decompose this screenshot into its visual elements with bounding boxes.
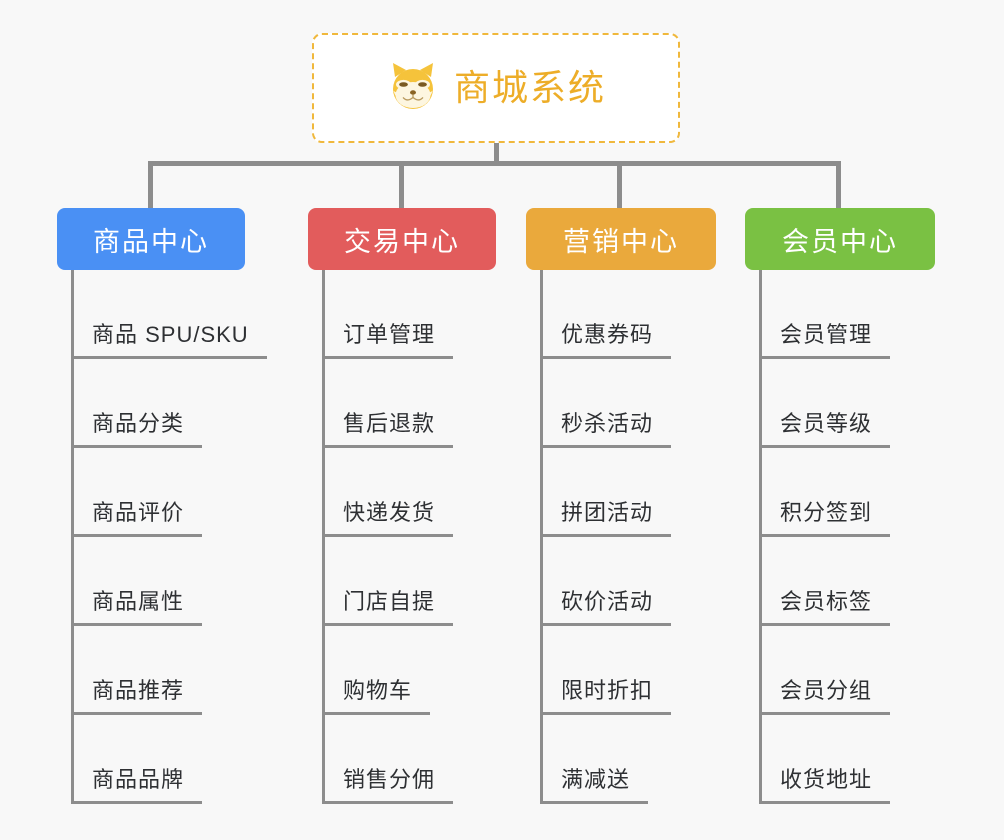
category-header-product-center[interactable]: 商品中心 — [57, 208, 245, 270]
branch-member-center: 会员中心 会员管理 会员等级 积分签到 会员标签 会员分组 收货地址 — [745, 208, 995, 804]
leaf-list-product-center: 商品 SPU/SKU 商品分类 商品评价 商品属性 商品推荐 商品品牌 — [71, 270, 357, 804]
leaf-label: 会员等级 — [762, 406, 891, 448]
list-item[interactable]: 砍价活动 — [543, 537, 766, 626]
list-item[interactable]: 收货地址 — [762, 715, 995, 804]
list-item[interactable]: 销售分佣 — [325, 715, 548, 804]
leaf-list-member-center: 会员管理 会员等级 积分签到 会员标签 会员分组 收货地址 — [759, 270, 995, 804]
leaf-label: 会员管理 — [762, 317, 891, 359]
list-item[interactable]: 售后退款 — [325, 359, 548, 448]
category-header-member-center[interactable]: 会员中心 — [745, 208, 935, 270]
connector-drop-2 — [399, 161, 404, 208]
leaf-label: 销售分佣 — [325, 762, 454, 804]
leaf-label: 拼团活动 — [543, 495, 672, 537]
category-label: 商品中心 — [93, 226, 209, 257]
list-item[interactable]: 会员标签 — [762, 537, 995, 626]
leaf-label: 门店自提 — [325, 584, 454, 626]
connector-drop-1 — [148, 161, 153, 208]
leaf-label: 会员分组 — [762, 673, 891, 715]
list-item[interactable]: 会员等级 — [762, 359, 995, 448]
list-item[interactable]: 拼团活动 — [543, 448, 766, 537]
list-item[interactable]: 门店自提 — [325, 537, 548, 626]
leaf-label: 收货地址 — [762, 762, 891, 804]
root-node[interactable]: 商城系统 — [312, 33, 680, 143]
list-item[interactable]: 购物车 — [325, 626, 548, 715]
connector-drop-4 — [836, 161, 841, 208]
leaf-label: 商品 SPU/SKU — [74, 317, 267, 359]
branch-trade-center: 交易中心 订单管理 售后退款 快递发货 门店自提 购物车 销售分佣 — [308, 208, 548, 804]
list-item[interactable]: 商品品牌 — [74, 715, 357, 804]
list-item[interactable]: 会员管理 — [762, 270, 995, 359]
list-item[interactable]: 积分签到 — [762, 448, 995, 537]
list-item[interactable]: 满减送 — [543, 715, 766, 804]
leaf-label: 秒杀活动 — [543, 406, 672, 448]
leaf-label: 优惠券码 — [543, 317, 672, 359]
leaf-label: 商品属性 — [74, 584, 203, 626]
category-header-marketing-center[interactable]: 营销中心 — [526, 208, 716, 270]
leaf-label: 售后退款 — [325, 406, 454, 448]
list-item[interactable]: 快递发货 — [325, 448, 548, 537]
leaf-label: 订单管理 — [325, 317, 454, 359]
leaf-label: 购物车 — [325, 673, 431, 715]
leaf-label: 商品品牌 — [74, 762, 203, 804]
leaf-label: 砍价活动 — [543, 584, 672, 626]
branch-marketing-center: 营销中心 优惠券码 秒杀活动 拼团活动 砍价活动 限时折扣 满减送 — [526, 208, 766, 804]
connector-horizontal-bus — [148, 161, 841, 166]
branch-product-center: 商品中心 商品 SPU/SKU 商品分类 商品评价 商品属性 商品推荐 商品品牌 — [57, 208, 357, 804]
list-item[interactable]: 秒杀活动 — [543, 359, 766, 448]
list-item[interactable]: 商品评价 — [74, 448, 357, 537]
list-item[interactable]: 商品推荐 — [74, 626, 357, 715]
list-item[interactable]: 优惠券码 — [543, 270, 766, 359]
category-label: 会员中心 — [782, 226, 898, 257]
leaf-label: 满减送 — [543, 762, 649, 804]
leaf-label: 商品分类 — [74, 406, 203, 448]
list-item[interactable]: 商品属性 — [74, 537, 357, 626]
category-header-trade-center[interactable]: 交易中心 — [308, 208, 496, 270]
category-label: 营销中心 — [563, 226, 679, 257]
leaf-label: 积分签到 — [762, 495, 891, 537]
list-item[interactable]: 限时折扣 — [543, 626, 766, 715]
category-label: 交易中心 — [344, 226, 460, 257]
connector-drop-3 — [617, 161, 622, 208]
leaf-list-marketing-center: 优惠券码 秒杀活动 拼团活动 砍价活动 限时折扣 满减送 — [540, 270, 766, 804]
list-item[interactable]: 会员分组 — [762, 626, 995, 715]
leaf-label: 商品评价 — [74, 495, 203, 537]
leaf-label: 会员标签 — [762, 584, 891, 626]
leaf-label: 商品推荐 — [74, 673, 203, 715]
root-title: 商城系统 — [453, 67, 606, 108]
leaf-list-trade-center: 订单管理 售后退款 快递发货 门店自提 购物车 销售分佣 — [322, 270, 548, 804]
list-item[interactable]: 商品分类 — [74, 359, 357, 448]
leaf-label: 快递发货 — [325, 495, 454, 537]
list-item[interactable]: 订单管理 — [325, 270, 548, 359]
connector-root-stem — [494, 143, 499, 164]
leaf-label: 限时折扣 — [543, 673, 672, 715]
list-item[interactable]: 商品 SPU/SKU — [74, 270, 357, 359]
shiba-dog-icon — [386, 61, 440, 115]
